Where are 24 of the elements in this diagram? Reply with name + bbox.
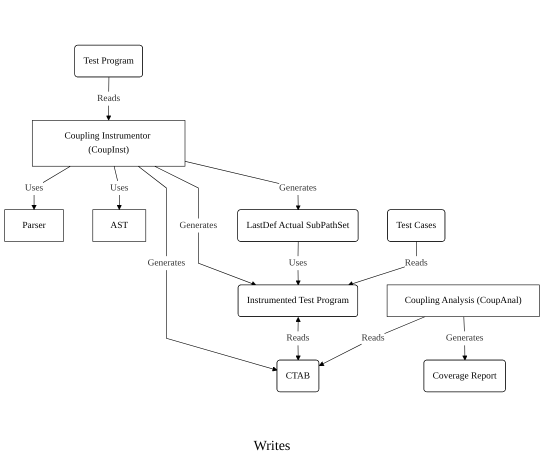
node-box: Coupling Analysis (CoupAnal)	[386, 284, 540, 317]
edge-label: Uses	[110, 182, 128, 193]
edge-label: Generates	[180, 220, 218, 230]
edge-label: Reads	[286, 333, 310, 344]
node-box: Coupling Instrumentor (CoupInst)	[32, 120, 186, 167]
edge-label: Generates	[148, 258, 186, 268]
note-text: Writes	[254, 439, 290, 454]
node-box: Parser	[4, 209, 64, 242]
edge-label: Reads	[362, 333, 385, 344]
arrow	[348, 241, 417, 286]
edge-label: Uses	[24, 182, 44, 193]
arrow	[296, 241, 301, 286]
arrow	[318, 316, 426, 366]
edge-label: Reads	[404, 258, 428, 268]
arrow	[106, 76, 112, 121]
edge-label: Generates	[446, 333, 484, 344]
arrow	[154, 166, 256, 286]
node-box: AST	[92, 209, 146, 242]
arrow	[31, 166, 71, 210]
arrow	[114, 166, 122, 210]
edge-label: Reads	[97, 93, 120, 104]
arrow	[138, 166, 278, 372]
edge-label: Uses	[288, 258, 308, 268]
edge-label: Generates	[279, 182, 317, 193]
